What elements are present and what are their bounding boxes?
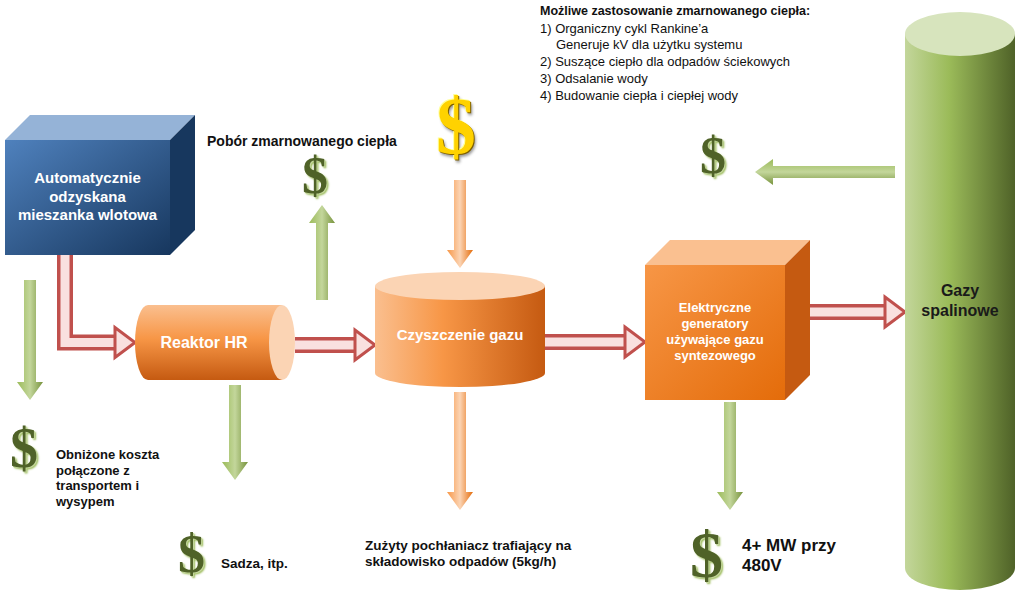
arrow-head	[625, 327, 645, 357]
cleaning-tank: Czyszczenie gazu	[375, 272, 545, 387]
generator-box: Elektryczne generatory używające gazu sy…	[645, 240, 810, 400]
node-text-area: Automatycznie odzyskana mieszanka wlotow…	[13, 145, 162, 249]
note-text: Generuje kV dla użytku systemu	[556, 37, 742, 53]
arrow-head	[355, 330, 375, 360]
note-text: Możliwe zastosowanie zmarnowanego ciepła…	[540, 4, 810, 19]
waste-arrow	[447, 392, 473, 510]
arrow-fill	[810, 308, 885, 317]
dollar-sign: $	[700, 130, 726, 182]
heat-arrow	[755, 159, 895, 185]
node-text-area: Elektryczne generatory używające gazu sy…	[651, 270, 779, 394]
flow-arrow	[65, 255, 135, 358]
output-arrow	[222, 385, 248, 480]
arrow-fill	[545, 338, 625, 347]
output-arrow	[717, 402, 743, 510]
arrow-fill	[65, 255, 115, 343]
flow-arrow	[545, 327, 645, 357]
dollar-sign: $	[10, 420, 38, 476]
node-outline	[905, 12, 1015, 590]
node-text-area: Gazy spalinowe	[911, 58, 1009, 544]
output-arrow	[17, 280, 43, 400]
input-arrow	[447, 180, 473, 268]
note-text: Pobór zmarnowanego ciepła	[207, 133, 397, 150]
exhaust-stack: Gazy spalinowe	[905, 12, 1015, 590]
arrow-outline	[545, 334, 625, 350]
arrow-outline	[810, 304, 885, 320]
note-text: 4+ MW przy 480V	[742, 536, 837, 577]
node-label: Gazy spalinowe	[920, 281, 1000, 321]
note-text: 2) Suszące ciepło dla odpadów ściekowych	[540, 54, 790, 70]
note-text: 3) Odsalanie wody	[540, 71, 648, 87]
node-label: Czyszczenie gazu	[397, 326, 524, 345]
note-text: Obniżone koszta połączone z transportem …	[56, 447, 174, 509]
node-text-area: Reaktor HR	[141, 309, 267, 376]
arrow-head	[115, 328, 135, 358]
node-label: Reaktor HR	[160, 333, 247, 353]
arrow-outline	[295, 337, 355, 353]
arrow-outline	[65, 255, 115, 343]
dollar-sign: $	[178, 527, 205, 581]
node-text-area: Czyszczenie gazu	[383, 300, 537, 371]
note-text: Sadza, itp.	[221, 556, 288, 572]
dollar-sign: $	[436, 86, 476, 166]
note-text: 4) Budowanie ciepła i ciepłej wody	[540, 88, 738, 104]
reactor-cylinder: Reaktor HR	[135, 305, 295, 380]
dollar-sign: $	[302, 150, 328, 202]
dollar-sign: $	[690, 522, 723, 588]
heat-arrow	[309, 205, 335, 300]
arrow-head	[885, 297, 905, 327]
node-label: Elektryczne generatory używające gazu sy…	[651, 300, 779, 365]
arrow-fill	[295, 341, 355, 350]
flow-arrow	[810, 297, 905, 327]
flow-arrow	[295, 330, 375, 360]
input-box: Automatycznie odzyskana mieszanka wlotow…	[5, 115, 195, 255]
note-text: 1) Organiczny cykl Rankine’a	[540, 21, 708, 37]
node-label: Automatycznie odzyskana mieszanka wlotow…	[13, 169, 162, 225]
note-text: Zużyty pochłaniacz trafiający na składow…	[365, 538, 627, 570]
